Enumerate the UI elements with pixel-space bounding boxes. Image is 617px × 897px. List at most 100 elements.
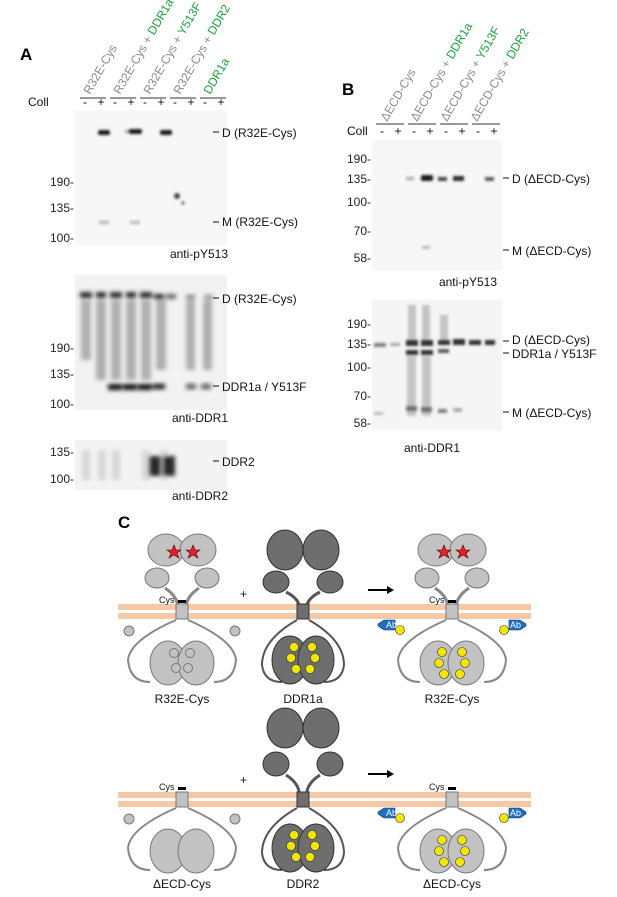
phospho-icon	[395, 813, 509, 867]
row1-right-label: R32E-Cys	[425, 692, 480, 706]
svg-text:DDR1a / Y513F: DDR1a / Y513F	[512, 347, 597, 361]
cys-bridge-4	[448, 787, 456, 790]
membrane-row1	[118, 604, 531, 619]
arrow-right-icon	[368, 586, 394, 594]
phospho-icon	[286, 830, 320, 862]
cys-label-3: Cys	[159, 782, 175, 792]
svg-text:+: +	[157, 95, 164, 109]
coll-signs-a: - + - + - + - + - +	[83, 95, 225, 109]
svg-text:DDR1a / Y513F: DDR1a / Y513F	[222, 380, 307, 394]
svg-text:M (R32E-Cys): M (R32E-Cys)	[222, 215, 298, 229]
svg-text:-: -	[444, 124, 448, 138]
blot-a2-band-labels: D (R32E-Cys) DDR1a / Y513F	[213, 292, 307, 394]
svg-text:-: -	[380, 124, 384, 138]
svg-text:+: +	[97, 95, 104, 109]
svg-text:100-: 100-	[50, 472, 74, 486]
svg-text:100-: 100-	[50, 231, 74, 245]
svg-text:70-: 70-	[354, 389, 371, 403]
svg-text:-: -	[143, 95, 147, 109]
svg-text:100-: 100-	[347, 195, 371, 209]
svg-text:100-: 100-	[347, 360, 371, 374]
blot-a1-antibody: anti-pY513	[170, 247, 228, 261]
row1-middle-label: DDR1a	[283, 692, 323, 706]
blot-b1-markers: 190- 135- 100- 70- 58-	[347, 152, 371, 265]
svg-text:190-: 190-	[347, 152, 371, 166]
svg-text:+: +	[426, 124, 433, 138]
blot-b2	[372, 300, 502, 430]
decd-cys-receptor-left	[123, 791, 241, 874]
svg-text:135-: 135-	[50, 367, 74, 381]
coll-label-b: Coll	[347, 124, 368, 138]
svg-text:-: -	[412, 124, 416, 138]
phospho-icon	[286, 642, 320, 674]
panel-c-label: C	[118, 513, 130, 532]
svg-text:+: +	[187, 95, 194, 109]
ab-label-2: Ab	[510, 620, 521, 630]
ab-label-4: Ab	[510, 808, 521, 818]
antibody-icon	[377, 619, 527, 631]
lane-label-5: DDR1a	[200, 55, 232, 96]
row2-middle-label: DDR2	[287, 877, 320, 891]
blot-b1-band-labels: D (ΔECD-Cys) M (ΔECD-Cys)	[503, 172, 591, 258]
svg-text:M (ΔECD-Cys): M (ΔECD-Cys)	[512, 406, 591, 420]
panel-b-lane-labels: ΔECD-Cys ΔECD-Cys + DDR1a ΔECD-Cys + Y51…	[377, 20, 531, 123]
svg-text:D (R32E-Cys): D (R32E-Cys)	[222, 292, 297, 306]
blot-a2-antibody: anti-DDR1	[172, 411, 228, 425]
svg-text:-: -	[203, 95, 207, 109]
coll-signs-b: - + - + - + - +	[380, 124, 498, 138]
svg-text:+: +	[394, 124, 401, 138]
ab-label-1: Ab	[386, 620, 397, 630]
blot-a3-bands	[82, 450, 175, 480]
blot-b2-markers: 190- 135- 100- 70- 58-	[347, 317, 371, 430]
svg-text:+: +	[490, 124, 497, 138]
blot-a3-band-labels: DDR2	[213, 455, 255, 469]
blot-b2-bands	[374, 305, 495, 416]
svg-text:-: -	[173, 95, 177, 109]
cys-label-4: Cys	[429, 782, 445, 792]
star-icon	[166, 544, 201, 559]
panel-a-label: A	[20, 45, 32, 64]
row1-left-label: R32E-Cys	[155, 692, 210, 706]
cys-bridge-2	[448, 600, 456, 603]
svg-text:58-: 58-	[354, 251, 371, 265]
svg-text:-: -	[113, 95, 117, 109]
svg-text:D (R32E-Cys): D (R32E-Cys)	[222, 126, 297, 140]
svg-text:D (ΔECD-Cys): D (ΔECD-Cys)	[512, 172, 590, 186]
ddr2-receptor	[260, 707, 346, 873]
svg-text:135-: 135-	[50, 201, 74, 215]
panel-a-lane-labels: R32E-Cys R32E-Cys + DDR1a R32E-Cys + Y51…	[80, 0, 233, 97]
svg-text:135-: 135-	[50, 445, 74, 459]
svg-text:190-: 190-	[50, 175, 74, 189]
blot-b2-band-labels: D (ΔECD-Cys) DDR1a / Y513F M (ΔECD-Cys)	[503, 333, 597, 420]
svg-text:D (ΔECD-Cys): D (ΔECD-Cys)	[512, 333, 590, 347]
antibody-icon	[377, 807, 527, 819]
panel-b-label: B	[342, 80, 354, 99]
svg-text:190-: 190-	[347, 317, 371, 331]
star-icon	[436, 544, 471, 559]
svg-text:-: -	[476, 124, 480, 138]
blot-a2-bands	[80, 292, 213, 390]
membrane-row2	[118, 792, 531, 807]
svg-text:DDR2: DDR2	[222, 455, 255, 469]
ab-label-3: Ab	[386, 808, 397, 818]
svg-text:190-: 190-	[50, 341, 74, 355]
plus-sign-2: +	[240, 773, 247, 787]
svg-text:+: +	[127, 95, 134, 109]
cys-label-2: Cys	[429, 595, 445, 605]
blot-b1	[372, 140, 502, 270]
arrow-right-icon	[368, 770, 394, 778]
blot-a1-markers: 190- 135- 100-	[50, 175, 74, 245]
svg-text:135-: 135-	[347, 172, 371, 186]
plus-sign-1: +	[240, 587, 247, 601]
blot-a3-markers: 135- 100-	[50, 445, 74, 486]
svg-text:-: -	[83, 95, 87, 109]
coll-label-a: Coll	[28, 95, 49, 109]
blot-a1-bands	[98, 129, 185, 224]
blot-a1-band-labels: D (R32E-Cys) M (R32E-Cys)	[213, 126, 298, 229]
phospho-icon	[395, 625, 509, 679]
cys-bridge-1	[178, 600, 186, 603]
cys-bridge-3	[178, 787, 186, 790]
svg-text:M (ΔECD-Cys): M (ΔECD-Cys)	[512, 244, 591, 258]
svg-text:+: +	[458, 124, 465, 138]
